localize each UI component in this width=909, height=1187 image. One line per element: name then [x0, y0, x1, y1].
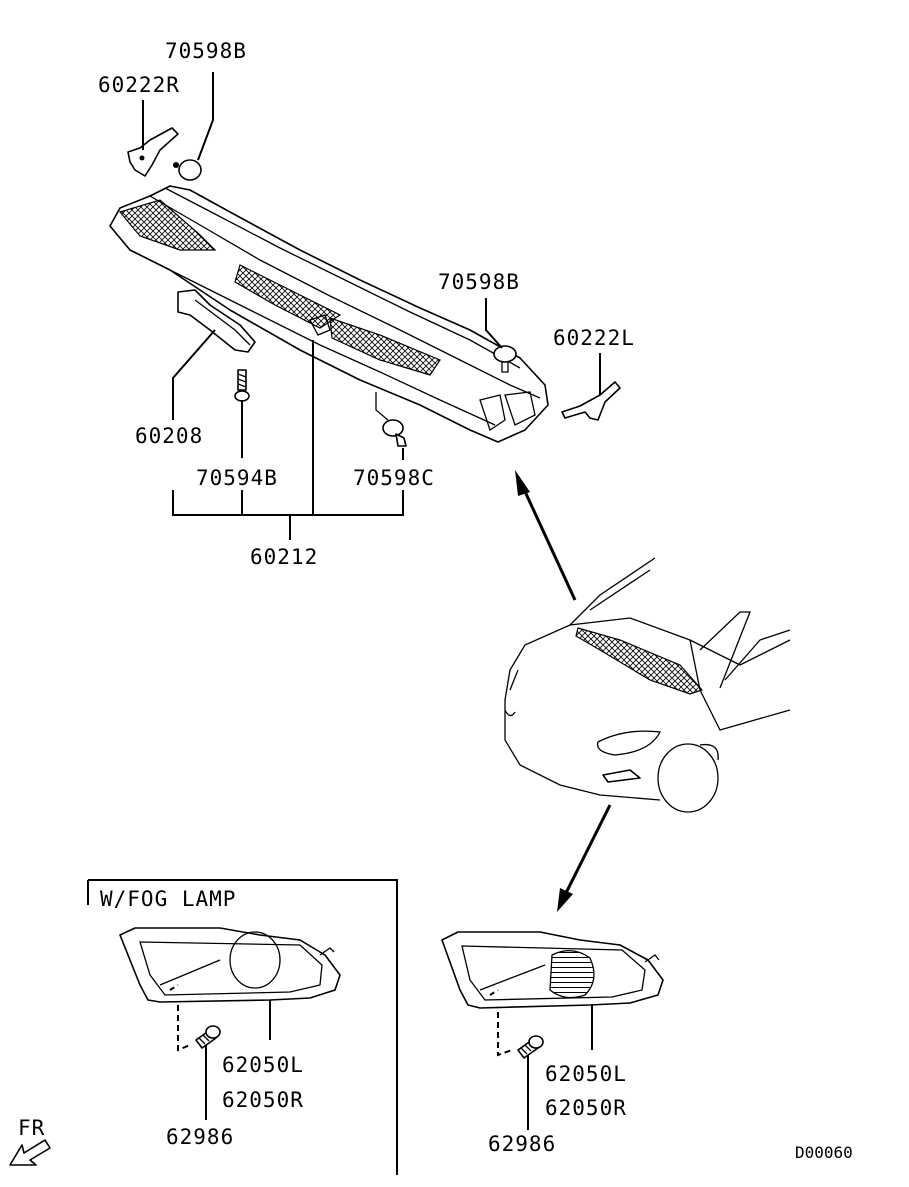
- label-60208: 60208: [135, 424, 203, 448]
- car-front-view: [504, 557, 791, 813]
- front-direction-arrow: [9, 1139, 51, 1166]
- diagram-code: D00060: [795, 1143, 853, 1162]
- leader-lines-standard: [527, 1005, 593, 1130]
- cowl-top-panel-60212: [109, 185, 549, 443]
- fog-lamp-cover-with-fog: [119, 927, 341, 1052]
- label-70594b: 70594B: [196, 466, 278, 490]
- label-60222l: 60222L: [553, 326, 635, 350]
- label-60212: 60212: [250, 545, 318, 569]
- screw-70594b: [234, 369, 250, 402]
- bracket-60222l: [561, 381, 621, 421]
- label-fog-62050r: 62050R: [222, 1088, 304, 1112]
- fog-lamp-box: [87, 879, 398, 1175]
- clip-70598b-right: [493, 345, 517, 373]
- seal-60208: [177, 289, 256, 353]
- arrow-to-cowl: [515, 470, 577, 601]
- label-70598b-right: 70598B: [438, 270, 520, 294]
- label-std-62050r: 62050R: [545, 1096, 627, 1120]
- clip-70598b-top: [173, 159, 202, 181]
- leader-lines-upper: [142, 72, 601, 540]
- label-std-62986: 62986: [488, 1132, 556, 1156]
- bracket-60222r: [127, 127, 179, 177]
- fog-lamp-cover-standard: [441, 931, 664, 1057]
- label-fog-62050l: 62050L: [222, 1053, 304, 1077]
- fog-box-title: W/FOG LAMP: [100, 887, 236, 911]
- front-label: FR: [18, 1116, 45, 1140]
- label-60222r: 60222R: [98, 73, 180, 97]
- label-std-62050l: 62050L: [545, 1062, 627, 1086]
- arrow-to-fog-cover: [557, 804, 612, 912]
- label-70598c: 70598C: [353, 466, 435, 490]
- screw-62986-fog: [195, 1025, 221, 1049]
- label-70598b-top: 70598B: [165, 39, 247, 63]
- label-fog-62986: 62986: [166, 1125, 234, 1149]
- screw-62986-standard: [517, 1035, 544, 1059]
- leader-lines-fog: [205, 1000, 271, 1120]
- clip-70598c: [382, 419, 407, 447]
